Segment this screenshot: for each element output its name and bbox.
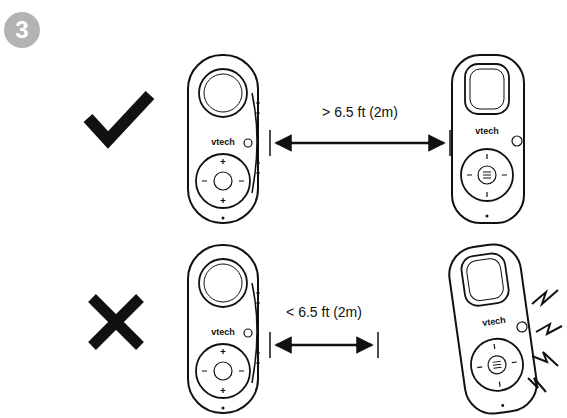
check-mark — [88, 95, 150, 140]
distance-label: > 6.5 ft (2m) — [322, 105, 398, 119]
distance-arrow — [276, 344, 372, 347]
distance-bar — [270, 130, 450, 156]
cross-mark — [92, 298, 140, 346]
parent-unit — [188, 245, 260, 413]
brand-logo: vtech — [211, 328, 235, 337]
parent-unit — [188, 55, 260, 223]
brand-logo: vtech — [482, 316, 507, 328]
baby-unit — [452, 55, 524, 223]
brand-logo: vtech — [211, 138, 235, 147]
step-badge — [4, 12, 40, 48]
baby-unit — [446, 241, 541, 417]
alarm-lines — [528, 290, 562, 392]
distance-bar — [270, 332, 378, 358]
distance-label: < 6.5 ft (2m) — [286, 305, 362, 319]
brand-logo: vtech — [475, 127, 499, 136]
distance-arrow — [276, 142, 444, 145]
step-number: 3 — [15, 18, 28, 42]
